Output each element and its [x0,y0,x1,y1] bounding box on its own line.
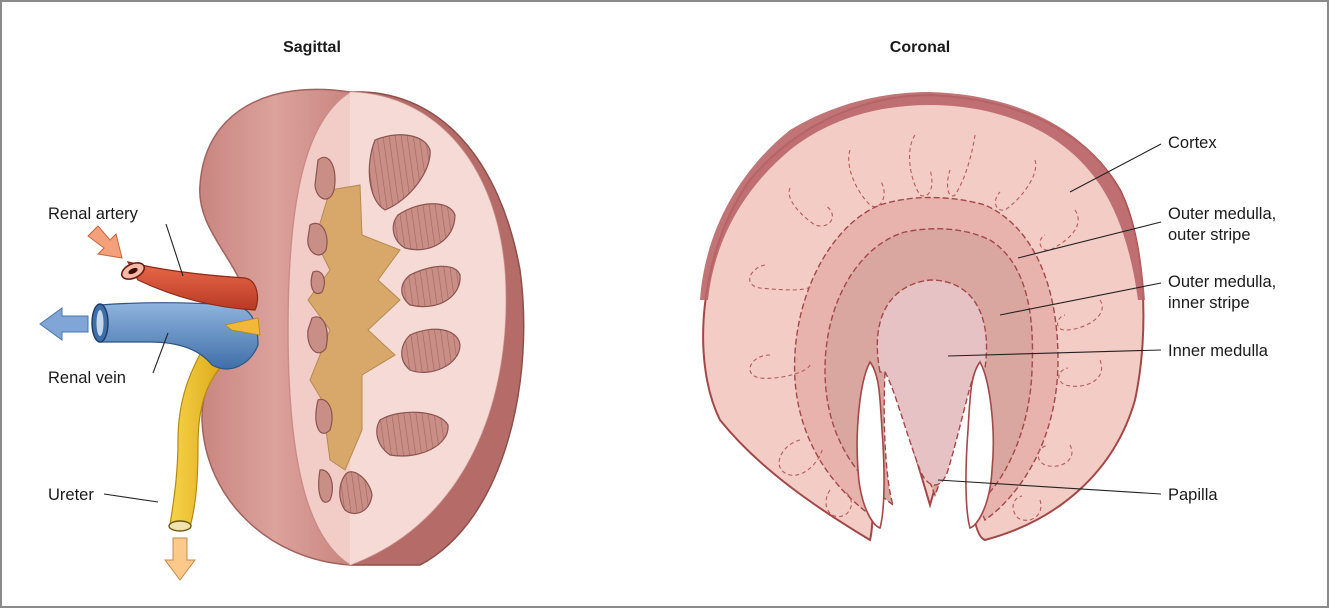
renal-vein-vessel [100,303,258,369]
label-inner-stripe-line1: Outer medulla, [1168,273,1276,291]
leader-renal-artery [166,224,183,276]
label-renal-vein: Renal vein [48,369,126,387]
ureter-opening [169,521,191,531]
label-renal-artery: Renal artery [48,205,139,223]
label-outer-stripe-line1: Outer medulla, [1168,205,1276,223]
ureter-flow-arrow [165,538,195,580]
label-ureter: Ureter [48,486,94,504]
renal-vein-flow-arrow [40,308,88,340]
label-inner-medulla: Inner medulla [1168,342,1269,360]
label-inner-stripe-line2: inner stripe [1168,294,1250,312]
coronal-title: Coronal [890,39,950,56]
label-outer-stripe-line2: outer stripe [1168,226,1251,244]
renal-artery-flow-arrow [88,226,122,258]
renal-vein-lumen [97,310,104,336]
label-papilla: Papilla [1168,486,1218,504]
coronal-kidney [700,92,1145,540]
sagittal-title: Sagittal [283,39,341,56]
label-cortex: Cortex [1168,134,1217,152]
leader-ureter [104,494,158,502]
